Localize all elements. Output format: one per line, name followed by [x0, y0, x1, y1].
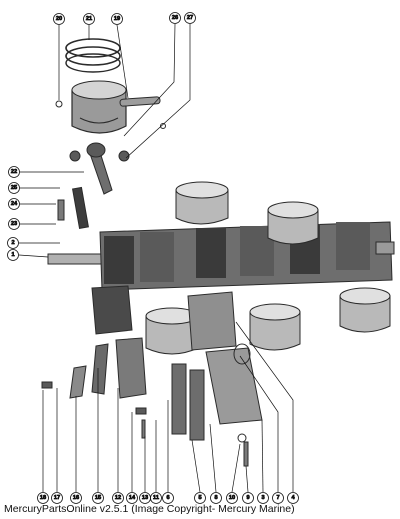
svg-text:1: 1 — [11, 252, 14, 258]
wrist-pin — [119, 96, 161, 107]
svg-text:4: 4 — [291, 495, 295, 501]
callout-1: 1 — [7, 249, 19, 261]
callout-17: 17 — [51, 492, 63, 504]
callout-3: 3 — [257, 492, 269, 504]
svg-text:7: 7 — [276, 495, 279, 501]
svg-text:13: 13 — [142, 495, 148, 501]
svg-text:27: 27 — [187, 15, 193, 21]
callout-22: 22 — [8, 166, 20, 178]
lower-parts — [41, 285, 263, 467]
svg-text:9: 9 — [246, 495, 249, 501]
svg-text:8: 8 — [214, 495, 217, 501]
callout-18: 18 — [37, 492, 49, 504]
pin-retainers — [55, 100, 166, 129]
crankshaft — [47, 221, 395, 291]
callouts: 20 21 19 26 27 22 25 24 23 2 1 18 17 16 … — [7, 12, 299, 504]
callout-14: 14 — [126, 492, 138, 504]
svg-text:20: 20 — [56, 16, 62, 22]
svg-text:18: 18 — [40, 495, 46, 501]
svg-text:21: 21 — [86, 16, 92, 22]
svg-text:3: 3 — [261, 495, 264, 501]
callout-4: 4 — [287, 492, 299, 504]
callout-10: 10 — [226, 492, 238, 504]
callout-19: 19 — [111, 13, 123, 25]
callout-9: 9 — [242, 492, 254, 504]
callout-13: 13 — [139, 492, 151, 504]
svg-text:25: 25 — [11, 185, 17, 191]
callout-25: 25 — [8, 182, 20, 194]
callout-6: 6 — [162, 492, 174, 504]
svg-text:23: 23 — [11, 221, 17, 227]
piston-top — [71, 80, 127, 134]
svg-text:22: 22 — [11, 169, 17, 175]
svg-text:16: 16 — [73, 495, 79, 501]
callout-5: 5 — [194, 492, 206, 504]
callout-11: 11 — [150, 492, 162, 504]
crank-pistons — [145, 181, 391, 355]
svg-text:2: 2 — [11, 240, 14, 246]
svg-text:10: 10 — [229, 495, 235, 501]
callout-24: 24 — [8, 198, 20, 210]
needle-bearing-strip — [57, 186, 89, 229]
copyright-caption: MercuryPartsOnline v2.5.1 (Image Copyrig… — [4, 503, 295, 515]
callout-7: 7 — [272, 492, 284, 504]
callout-12: 12 — [112, 492, 124, 504]
callout-8: 8 — [210, 492, 222, 504]
callout-15: 15 — [92, 492, 104, 504]
svg-text:26: 26 — [172, 15, 178, 21]
svg-text:17: 17 — [54, 495, 60, 501]
svg-text:14: 14 — [129, 495, 136, 501]
callout-16: 16 — [70, 492, 82, 504]
callout-2: 2 — [7, 237, 19, 249]
svg-text:19: 19 — [114, 16, 120, 22]
leader-lines — [18, 23, 294, 493]
svg-text:12: 12 — [115, 495, 121, 501]
callout-26: 26 — [169, 12, 181, 24]
callout-23: 23 — [8, 218, 20, 230]
svg-text:15: 15 — [95, 495, 101, 501]
svg-text:5: 5 — [198, 495, 201, 501]
svg-text:11: 11 — [153, 495, 159, 501]
callout-27: 27 — [184, 12, 196, 24]
piston-rings — [65, 38, 121, 73]
connecting-rod — [69, 142, 130, 195]
svg-text:6: 6 — [166, 495, 169, 501]
callout-20: 20 — [53, 13, 65, 25]
callout-21: 21 — [83, 13, 95, 25]
svg-text:24: 24 — [11, 201, 18, 207]
